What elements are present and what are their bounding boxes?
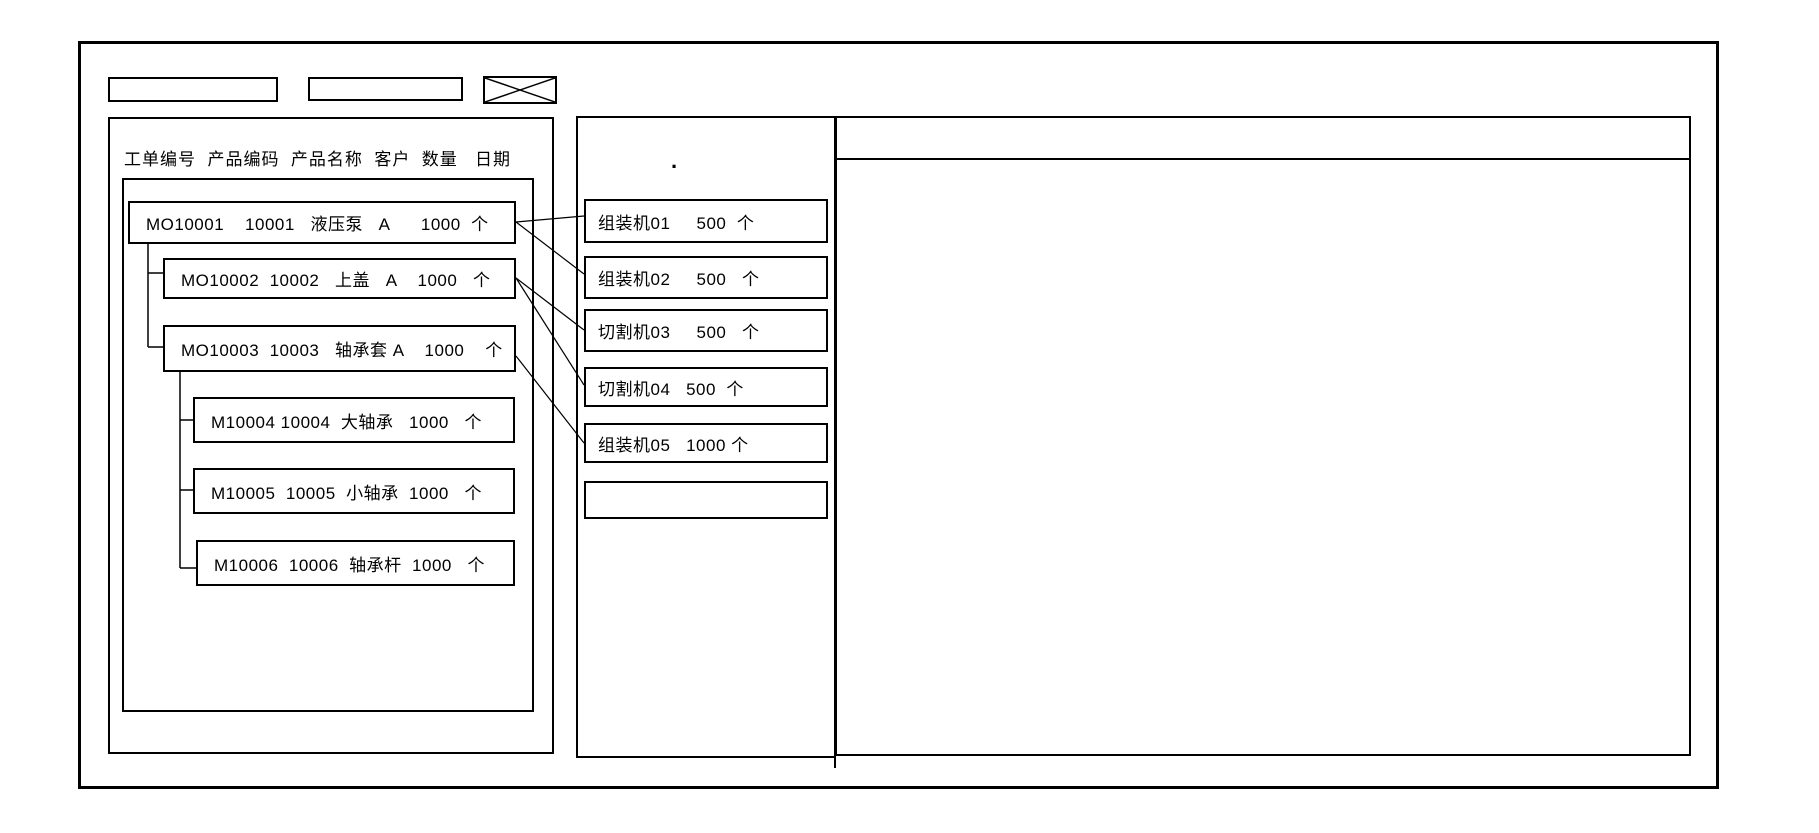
- order-node-mo10003[interactable]: MO10003 10003 轴承套 A 1000 个: [163, 325, 516, 372]
- schedule-panel: [835, 116, 1691, 756]
- panel-divider-tail: [834, 754, 836, 768]
- close-icon: [484, 77, 556, 103]
- order-node-mo10002[interactable]: MO10002 10002 上盖 A 1000 个: [163, 258, 516, 299]
- dot-mark: .: [671, 148, 678, 173]
- work-order-columns-header: 工单编号 产品编码 产品名称 客户 数量 日期: [124, 150, 511, 169]
- toolbar-field-right[interactable]: [308, 77, 463, 101]
- machine-box-qiegeji04[interactable]: 切割机04 500 个: [584, 367, 828, 407]
- schedule-header-separator: [837, 158, 1689, 160]
- machine-box-zuzhuangji05[interactable]: 组装机05 1000 个: [584, 423, 828, 463]
- order-node-m10004[interactable]: M10004 10004 大轴承 1000 个: [193, 397, 515, 443]
- toolbar-field-left[interactable]: [108, 77, 278, 102]
- close-button[interactable]: [483, 76, 557, 104]
- machine-box-qiegeji03[interactable]: 切割机03 500 个: [584, 309, 828, 352]
- order-node-mo10001[interactable]: MO10001 10001 液压泵 A 1000 个: [128, 201, 516, 244]
- machine-box-empty[interactable]: [584, 481, 828, 519]
- order-node-m10006[interactable]: M10006 10006 轴承杆 1000 个: [196, 540, 515, 586]
- order-node-m10005[interactable]: M10005 10005 小轴承 1000 个: [193, 468, 515, 514]
- machine-box-zuzhuangji01[interactable]: 组装机01 500 个: [584, 199, 828, 243]
- machine-box-zuzhuangji02[interactable]: 组装机02 500 个: [584, 256, 828, 299]
